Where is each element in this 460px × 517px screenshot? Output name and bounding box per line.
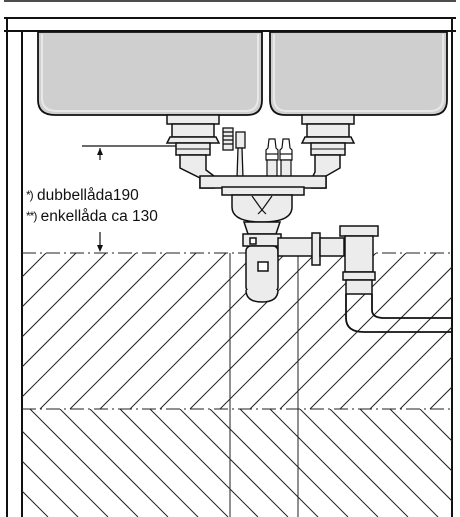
dimension-marker: [82, 145, 176, 252]
drawer-hatching-upper: [22, 253, 452, 409]
dimension-arrow-down-icon: [97, 245, 103, 252]
annotation-single-drawer: **) enkellåda ca 130: [24, 207, 160, 226]
sink-trap: [231, 194, 293, 303]
outlet-pipe: [277, 232, 345, 266]
dimension-arrow-up-icon: [97, 148, 103, 155]
annotation-marker: **): [26, 209, 37, 223]
drawer-hatching-lower: [22, 409, 452, 517]
sink-bowl-left: [37, 31, 263, 116]
hose-nozzles: [265, 138, 293, 179]
annotation-double-drawer: *) dubbellåda190: [24, 186, 141, 205]
waste-manifold: [199, 175, 327, 196]
standpipe: [339, 225, 452, 333]
drawer-outline: [22, 252, 452, 517]
sink-bowl-right: [269, 31, 448, 116]
waste-fitting-right: [300, 114, 356, 189]
annotation-marker: *): [26, 188, 34, 202]
overflow-connector: [222, 127, 246, 179]
annotation-text: dubbellåda190: [36, 187, 139, 204]
annotation-text: enkellåda ca 130: [40, 208, 158, 225]
